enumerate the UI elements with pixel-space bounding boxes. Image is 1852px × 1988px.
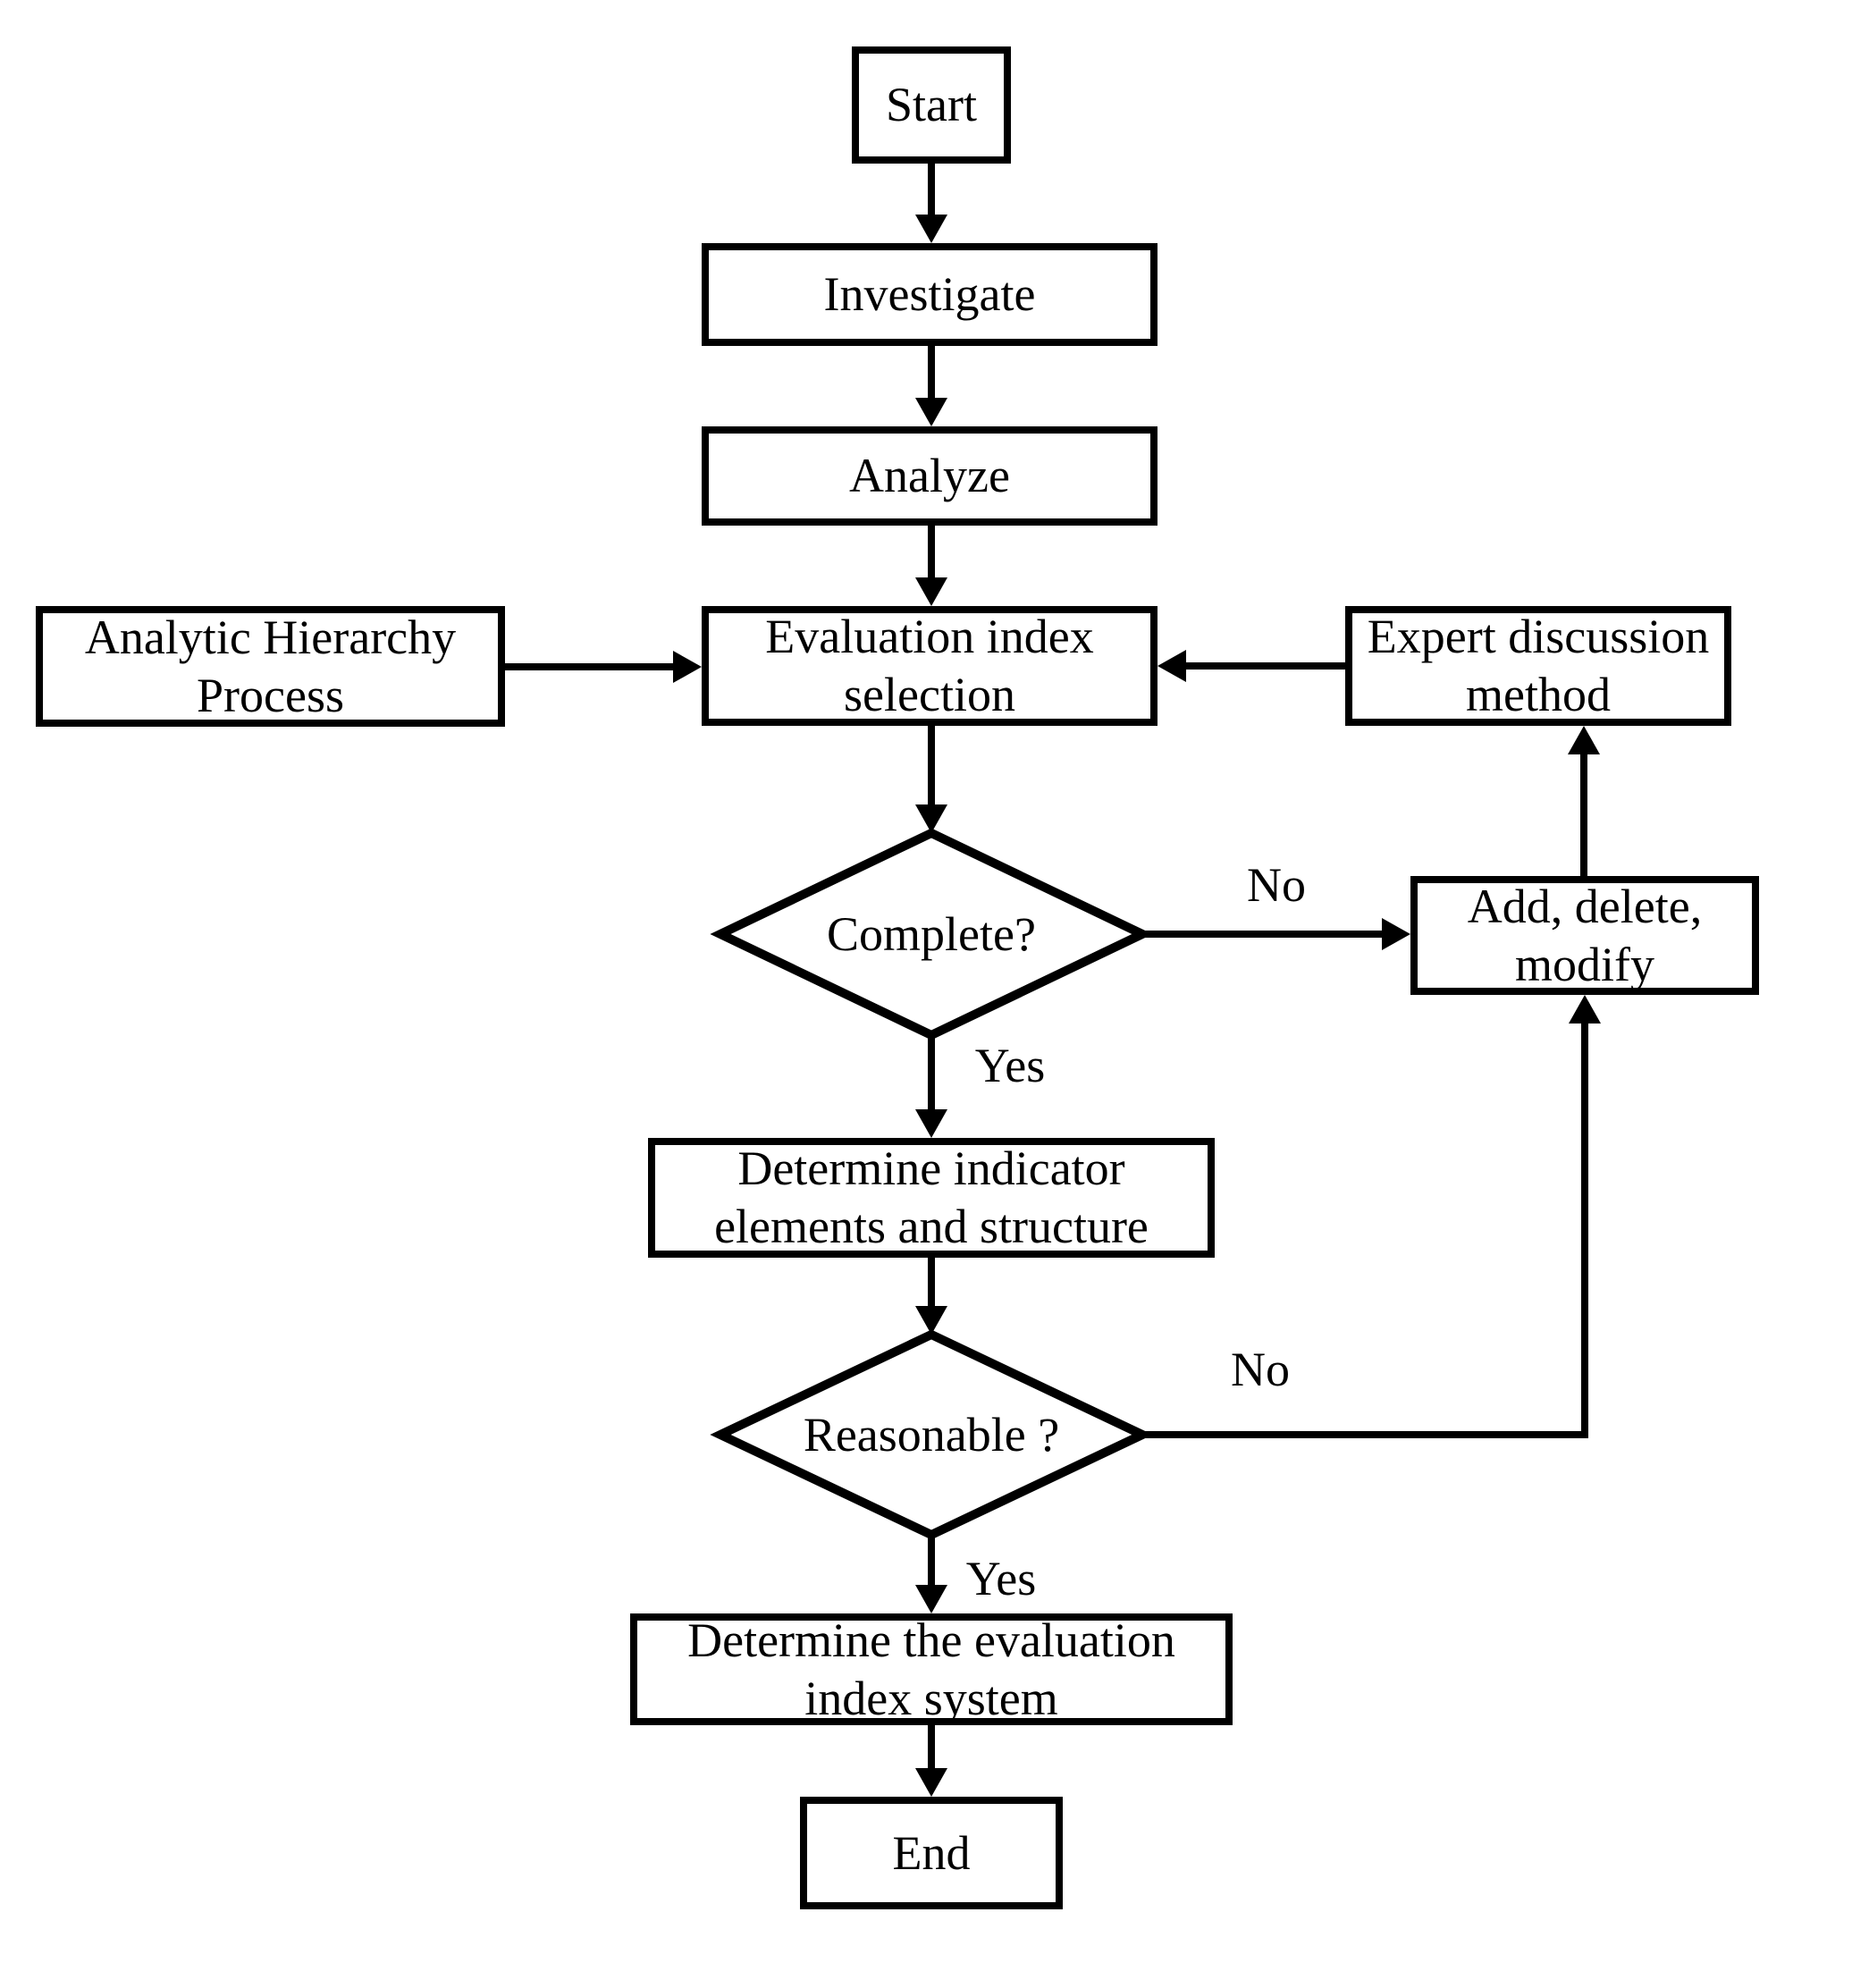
edge-label-reasonable-yes: Yes <box>965 1552 1037 1605</box>
node-label: Investigate <box>823 267 1036 321</box>
diamond-reasonable <box>710 1329 1153 1540</box>
arrowhead-down <box>915 215 947 243</box>
node-start: Start <box>852 46 1011 164</box>
node-reasonable-decision-label: Reasonable ? <box>803 1408 1060 1462</box>
node-label: modify <box>1515 937 1654 991</box>
arrowhead-right <box>1382 918 1410 950</box>
arrowhead-right <box>673 651 702 683</box>
edge-reasonable-no-add <box>1142 1018 1588 1438</box>
node-label: Expert discussion <box>1367 610 1710 663</box>
arrowhead-down <box>915 1585 947 1613</box>
node-analytic-hierarchy-process: Analytic Hierarchy Process <box>36 606 505 727</box>
node-label: Evaluation index <box>765 610 1094 663</box>
node-expert-discussion-method: Expert discussion method <box>1345 606 1731 726</box>
diamond-complete <box>710 828 1153 1040</box>
node-label: index system <box>804 1671 1058 1725</box>
arrowhead-down <box>915 1306 947 1335</box>
arrowhead-up <box>1568 726 1600 754</box>
node-label: method <box>1466 668 1611 721</box>
arrowhead-down <box>915 1109 947 1138</box>
arrowhead-down <box>915 804 947 833</box>
node-label: selection <box>844 668 1015 721</box>
node-determine-evaluation-index-system: Determine the evaluation index system <box>630 1613 1233 1725</box>
node-label: Add, delete, <box>1467 879 1703 933</box>
node-label: Determine the evaluation <box>687 1613 1175 1667</box>
arrowhead-down <box>915 398 947 426</box>
node-end: End <box>800 1797 1063 1909</box>
node-add-delete-modify: Add, delete, modify <box>1410 876 1759 995</box>
arrowhead-up <box>1569 995 1601 1023</box>
node-evaluation-index-selection: Evaluation index selection <box>702 606 1158 726</box>
node-label: Analytic Hierarchy <box>84 610 457 664</box>
edge-label-reasonable-no: No <box>1231 1343 1290 1396</box>
arrowhead-down <box>915 577 947 606</box>
arrowhead-left <box>1158 650 1186 682</box>
edge-label-complete-no: No <box>1247 858 1306 912</box>
node-complete-decision-label: Complete? <box>827 907 1036 961</box>
node-label: Analyze <box>849 449 1010 502</box>
arrowhead-down <box>915 1768 947 1797</box>
node-label: Determine indicator <box>737 1141 1125 1195</box>
node-label: End <box>892 1825 971 1880</box>
node-label: Process <box>197 668 344 722</box>
node-label: Start <box>886 78 977 131</box>
node-investigate: Investigate <box>702 243 1158 346</box>
node-analyze: Analyze <box>702 426 1158 526</box>
node-determine-indicator-elements: Determine indicator elements and structu… <box>648 1138 1215 1258</box>
node-label: elements and structure <box>714 1200 1149 1253</box>
edge-label-complete-yes: Yes <box>974 1039 1046 1092</box>
